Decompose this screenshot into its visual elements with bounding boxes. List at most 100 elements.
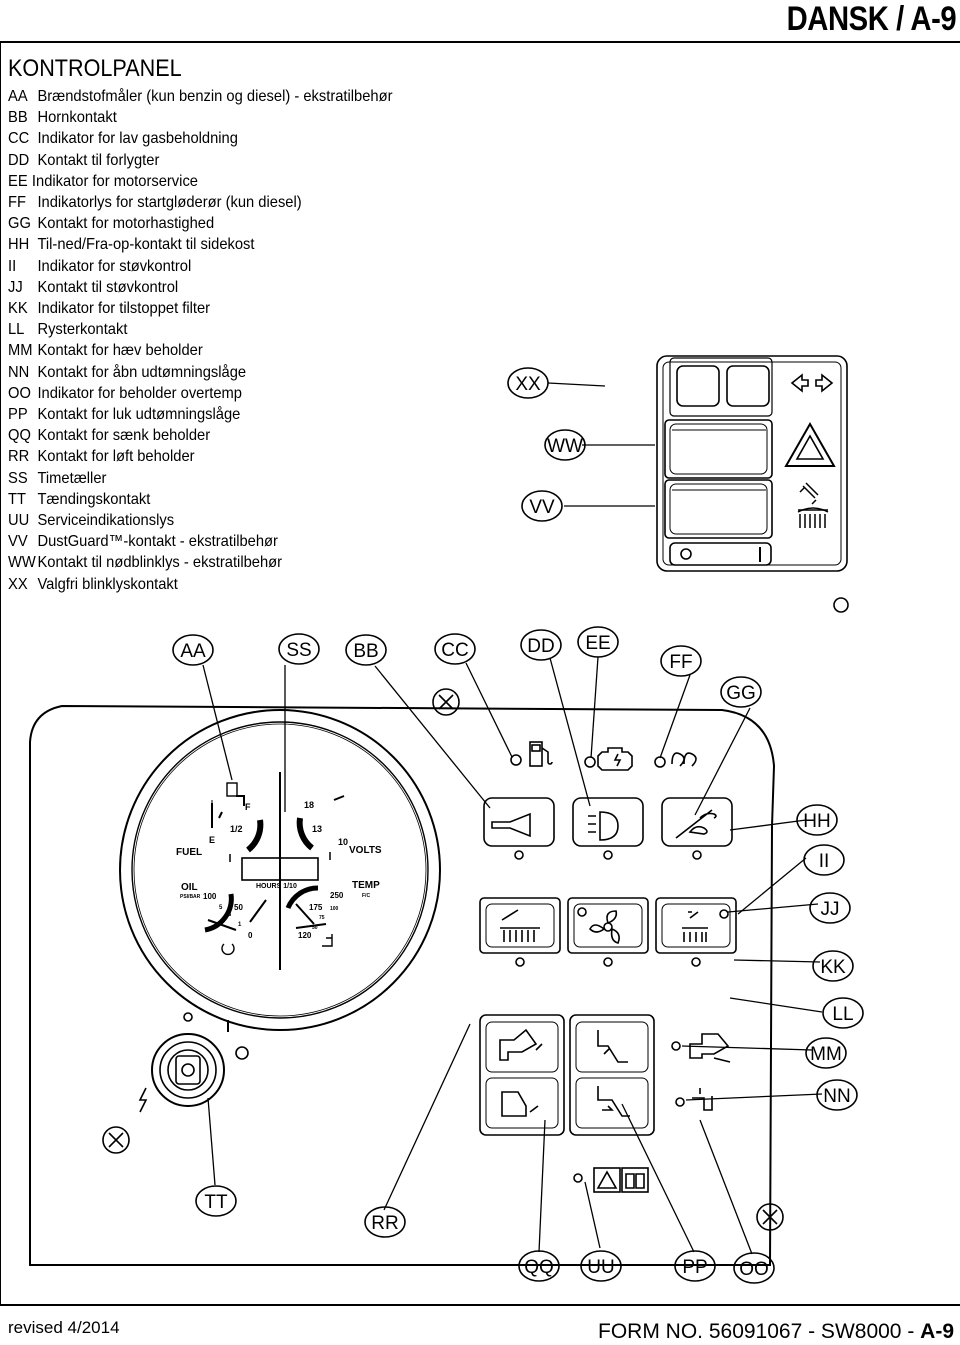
service-lamp <box>573 1173 583 1183</box>
svg-text:SS: SS <box>286 640 311 661</box>
fuel-e-tick: E <box>209 835 215 845</box>
bottom-rule <box>0 1304 960 1306</box>
main-panel-outline <box>29 704 776 1266</box>
temp-250-tick: 250 <box>330 891 344 900</box>
svg-text:BB: BB <box>353 641 378 662</box>
callout-bb: BB <box>345 634 387 666</box>
callout-qq: QQ <box>518 1250 560 1282</box>
oil-1-tick: 1 <box>238 922 242 928</box>
svg-text:XX: XX <box>515 374 541 395</box>
svg-text:OO: OO <box>739 1259 769 1280</box>
callout-ee: EE <box>577 626 619 658</box>
leader-lines <box>202 382 823 1255</box>
raise-hopper-switch[interactable] <box>479 1014 565 1136</box>
svg-text:WW: WW <box>547 436 583 457</box>
indicator-lamp <box>654 756 666 768</box>
gauge-hours-label: HOURS 1/10 <box>256 883 297 890</box>
callout-ww: WW <box>544 429 586 461</box>
page-number: A-9 <box>920 1320 954 1343</box>
svg-text:RR: RR <box>371 1213 398 1234</box>
svg-text:PP: PP <box>682 1257 707 1278</box>
gauge-volts-label: VOLTS <box>349 845 382 856</box>
temp-75-tick: 75 <box>319 915 325 921</box>
volts-10-tick: 10 <box>338 837 348 847</box>
svg-text:TT: TT <box>204 1192 228 1213</box>
fuel-f-tick: F <box>245 802 251 812</box>
gauge-oil-unit: PSI/BAR <box>180 894 201 900</box>
page-title: KONTROLPANEL <box>8 55 182 82</box>
gauge-cluster <box>119 709 441 1031</box>
callout-kk: KK <box>812 950 854 982</box>
indicator-lamp <box>584 756 596 768</box>
glow-plug-icon <box>671 752 697 767</box>
callout-mm: MM <box>805 1037 847 1069</box>
oil-100-tick: 100 <box>203 892 217 901</box>
temp-50-tick: 50 <box>312 925 318 931</box>
svg-text:HH: HH <box>803 811 830 832</box>
gauge-texts: FUEL VOLTS OIL PSI/BAR TEMP F/C HOURS 1/… <box>176 800 382 940</box>
section-header: DANSK / A-9 <box>786 0 956 38</box>
svg-text:UU: UU <box>587 1257 614 1278</box>
side-broom-switch[interactable] <box>479 897 561 967</box>
svg-text:II: II <box>819 851 830 872</box>
ignition-key-switch[interactable] <box>138 1012 249 1113</box>
svg-text:NN: NN <box>823 1086 850 1107</box>
headlight-switch[interactable] <box>572 797 644 860</box>
callout-hh: HH <box>796 804 838 836</box>
svg-text:CC: CC <box>441 640 468 661</box>
callout-ss: SS <box>278 633 320 665</box>
temp-175-tick: 175 <box>309 903 323 912</box>
gauge-temp-label: TEMP <box>352 880 380 891</box>
svg-text:EE: EE <box>585 633 610 654</box>
callout-rr: RR <box>364 1206 406 1238</box>
svg-text:MM: MM <box>810 1044 842 1065</box>
callout-nn: NN <box>816 1079 858 1111</box>
shaker-switch[interactable] <box>655 897 737 967</box>
hopper-status-icons <box>573 1033 731 1193</box>
dustguard-spray-icon <box>797 482 829 528</box>
oil-3-tick: 3 <box>228 912 232 918</box>
callout-tt: TT <box>195 1185 237 1217</box>
revision-note: revised 4/2014 <box>8 1318 120 1337</box>
volts-13-tick: 13 <box>312 824 322 834</box>
dust-control-switch[interactable] <box>567 897 649 967</box>
fuel-pump-icon <box>529 741 553 767</box>
callout-cc: CC <box>434 633 476 665</box>
temp-100-tick: 100 <box>330 906 339 912</box>
form-number: FORM NO. 56091067 - SW8000 - A-9 <box>598 1320 954 1344</box>
oil-50-tick: 50 <box>234 903 243 912</box>
gauge-oil-label: OIL <box>181 882 198 893</box>
callout-aa: AA <box>172 634 214 666</box>
callout-gg: GG <box>720 676 762 708</box>
engine-icon <box>597 747 633 771</box>
callout-ii: II <box>803 844 845 876</box>
screw-icon <box>102 1126 130 1154</box>
svg-text:FF: FF <box>669 652 692 673</box>
engine-speed-switch[interactable] <box>661 797 733 860</box>
volts-18-tick: 18 <box>304 800 314 810</box>
gauge-fuel-label: FUEL <box>176 847 202 858</box>
oil-5-tick: 5 <box>219 905 223 911</box>
dump-door-switch[interactable] <box>569 1014 655 1136</box>
horn-switch[interactable] <box>483 797 555 860</box>
form-number-prefix: FORM NO. 56091067 - SW8000 - <box>598 1320 921 1343</box>
callout-uu: UU <box>580 1250 622 1282</box>
callout-jj: JJ <box>809 892 851 924</box>
